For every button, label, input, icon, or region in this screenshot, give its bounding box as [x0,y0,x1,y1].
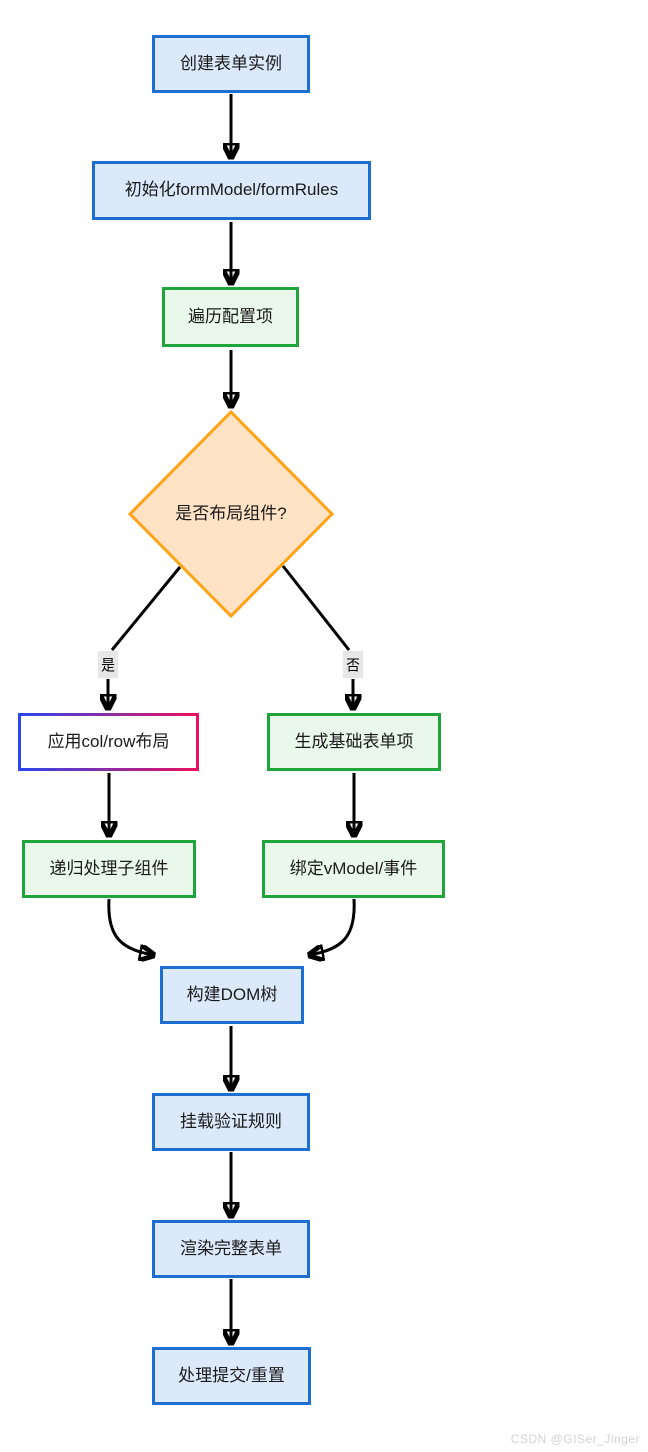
node-label: 遍历配置项 [188,306,273,326]
edge-label-no: 否 [342,651,364,678]
node-label: 递归处理子组件 [49,858,169,878]
node-bind-vmodel-events: 绑定vModel/事件 [262,840,445,898]
node-recurse-children: 递归处理子组件 [22,840,196,898]
node-create-form-instance: 创建表单实例 [152,35,310,93]
node-label: 渲染完整表单 [180,1238,282,1258]
node-mount-validation-rules: 挂载验证规则 [152,1093,310,1151]
node-is-layout-component: 是否布局组件? [128,410,334,618]
node-apply-col-row-layout: 应用col/row布局 [18,713,199,771]
edge-recurse-to-dom-tree [107,898,153,955]
node-label: 绑定vModel/事件 [289,858,418,878]
node-iterate-config: 遍历配置项 [162,287,299,347]
node-init-model-rules: 初始化formModel/formRules [92,161,371,220]
node-label: 初始化formModel/formRules [124,180,339,200]
node-label: 处理提交/重置 [178,1365,285,1385]
node-label: 应用col/row布局 [47,731,170,751]
node-handle-submit-reset: 处理提交/重置 [152,1347,311,1405]
node-render-full-form: 渲染完整表单 [152,1220,310,1278]
edge-bind-to-dom-tree [310,898,356,955]
watermark: CSDN @GISer_Jinger [510,1432,640,1446]
node-label: 创建表单实例 [180,53,282,73]
node-label: 挂载验证规则 [180,1111,282,1131]
diamond-shape [128,410,334,618]
node-label: 构建DOM树 [186,984,278,1004]
node-label: 生成基础表单项 [294,731,414,751]
node-label: 是否布局组件? [175,503,287,523]
node-generate-basic-form-items: 生成基础表单项 [267,713,441,771]
node-build-dom-tree: 构建DOM树 [160,966,304,1024]
edge-label-yes: 是 [97,651,119,678]
